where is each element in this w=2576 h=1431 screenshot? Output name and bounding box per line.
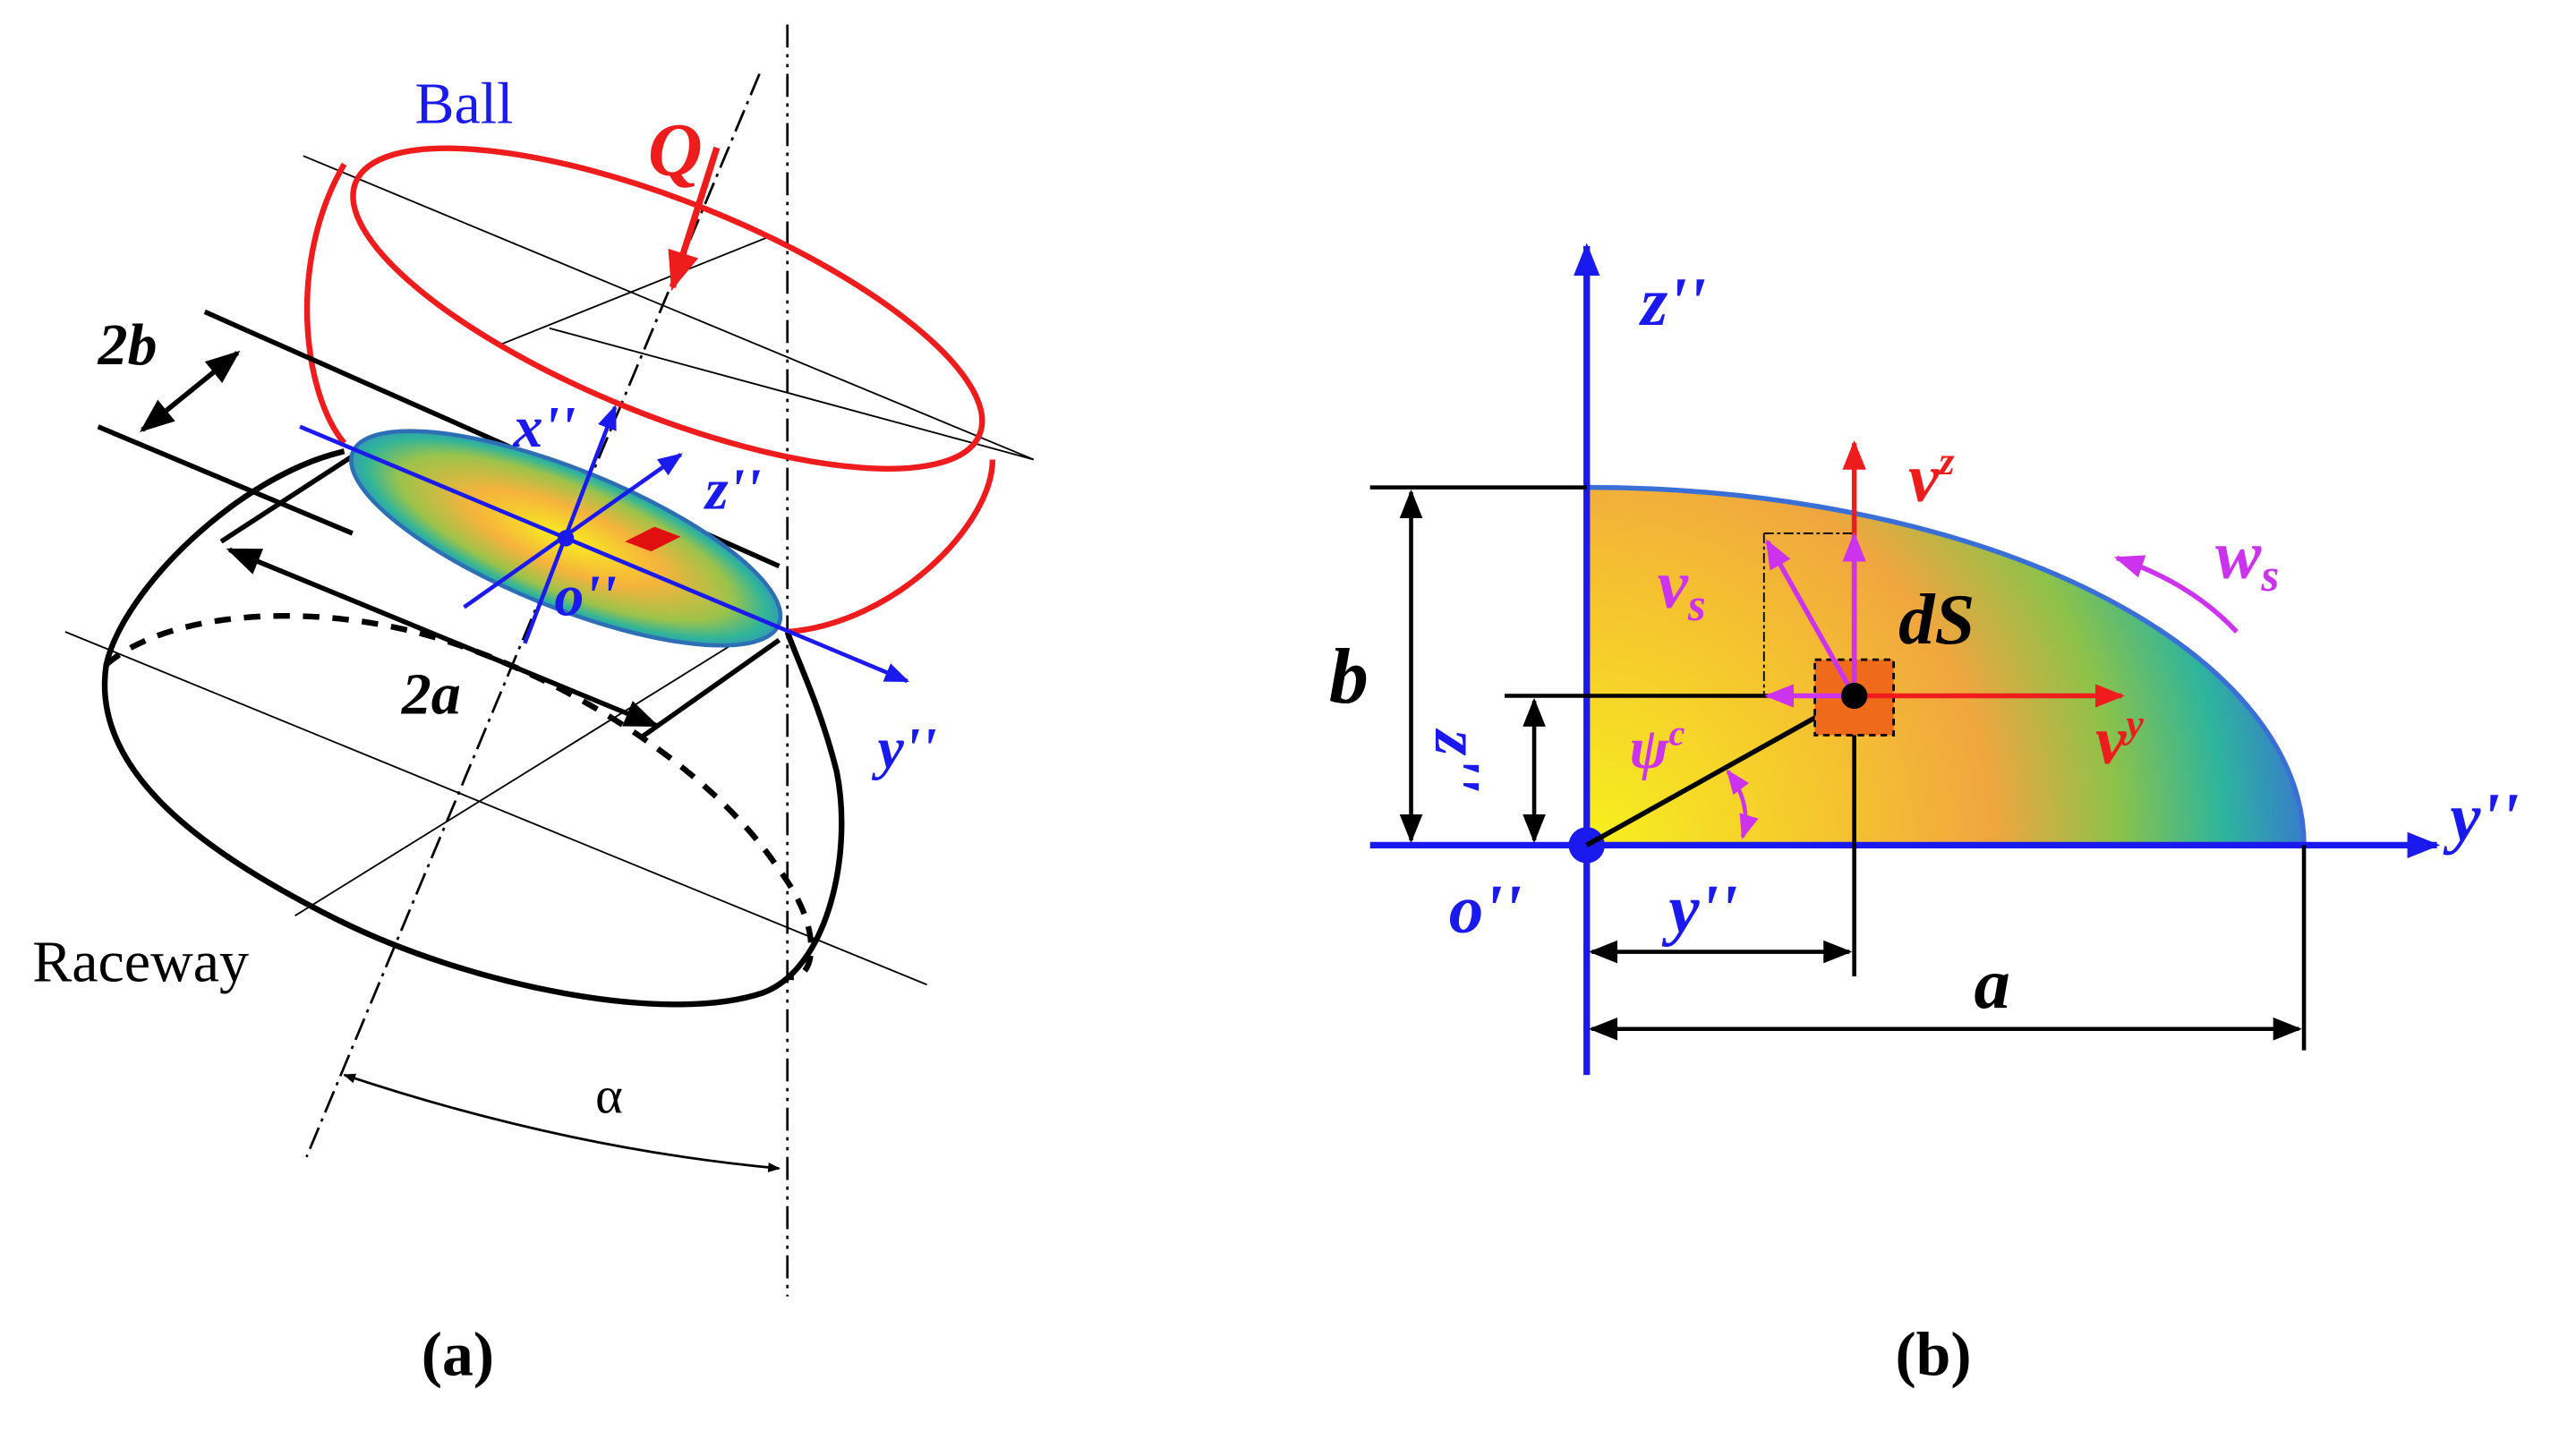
axis-y-label-a: y'' (872, 716, 937, 781)
velocity-z-symbol: v (1908, 439, 1940, 515)
sliding-velocity-arrows (1764, 532, 1866, 708)
angle-label-a: α (595, 1066, 623, 1124)
semi-major-label: a (1974, 944, 2009, 1024)
caption-a: (a) (422, 1321, 494, 1390)
spin-velocity-symbol: w (2215, 515, 2262, 592)
axis-z-label-b: z'' (1638, 263, 1706, 340)
dimension-a (1589, 845, 2307, 1051)
raceway-label: Raceway (32, 930, 249, 995)
ball-label: Ball (414, 72, 513, 137)
element-label: dS (1898, 580, 1975, 660)
velocity-y-symbol: v (2095, 702, 2127, 779)
sliding-velocity-subscript: s (1687, 580, 1706, 631)
element-center (1840, 682, 1868, 710)
local-axes-a (299, 405, 910, 684)
panel-b: z'' y'' o'' b z'' y'' a dS ψc vz vy vs w… (1329, 243, 2519, 1390)
spin-velocity-subscript: s (2260, 550, 2279, 601)
length-label: 2a (401, 662, 461, 728)
quarter-contact-ellipse (1583, 484, 2307, 848)
radius-line (1585, 694, 1855, 848)
coord-z-label: z'' (1421, 728, 1494, 792)
axis-z-label-a: z'' (704, 456, 761, 522)
sliding-velocity-label: vs (1658, 545, 1706, 631)
semi-minor-label: b (1329, 634, 1369, 720)
load-arrow (668, 146, 721, 292)
axis-x-label-a: x'' (512, 395, 576, 460)
spin-velocity-label: ws (2215, 515, 2279, 601)
velocity-projection (1762, 532, 1855, 696)
ball-outline (303, 145, 996, 635)
contact-element-icon (625, 526, 681, 552)
width-label: 2b (98, 312, 158, 378)
origin-label-b: o'' (1449, 871, 1522, 948)
velocity-y-label: vy (2095, 702, 2144, 779)
velocity-z-label: vz (1908, 439, 1954, 515)
dimension-y (1589, 695, 1856, 977)
origin-label-a: o'' (554, 564, 617, 629)
panel-a: Ball Q 2b 2a x'' z'' y'' o'' Raceway α (… (32, 24, 1035, 1390)
velocity-z-superscript: z (1937, 439, 1954, 483)
coord-y-label: y'' (1661, 871, 1737, 948)
dimension-2a (219, 454, 781, 741)
angle-superscript: c (1669, 713, 1685, 754)
dimension-b (1369, 485, 1587, 844)
construction-lines (64, 155, 1035, 986)
angle-arc-b (1726, 769, 1759, 839)
load-label: Q (648, 109, 703, 192)
angle-label-b: ψc (1629, 713, 1685, 782)
sliding-velocity-symbol: v (1658, 545, 1689, 622)
angle-symbol: ψ (1629, 716, 1669, 781)
contact-angle-arc (343, 1073, 780, 1172)
caption-b: (b) (1895, 1321, 1971, 1390)
origin-point-a (557, 530, 575, 547)
spin-arc (2113, 555, 2239, 634)
axis-y-label-b: y'' (2443, 779, 2519, 856)
velocity-y-superscript: y (2121, 702, 2144, 745)
